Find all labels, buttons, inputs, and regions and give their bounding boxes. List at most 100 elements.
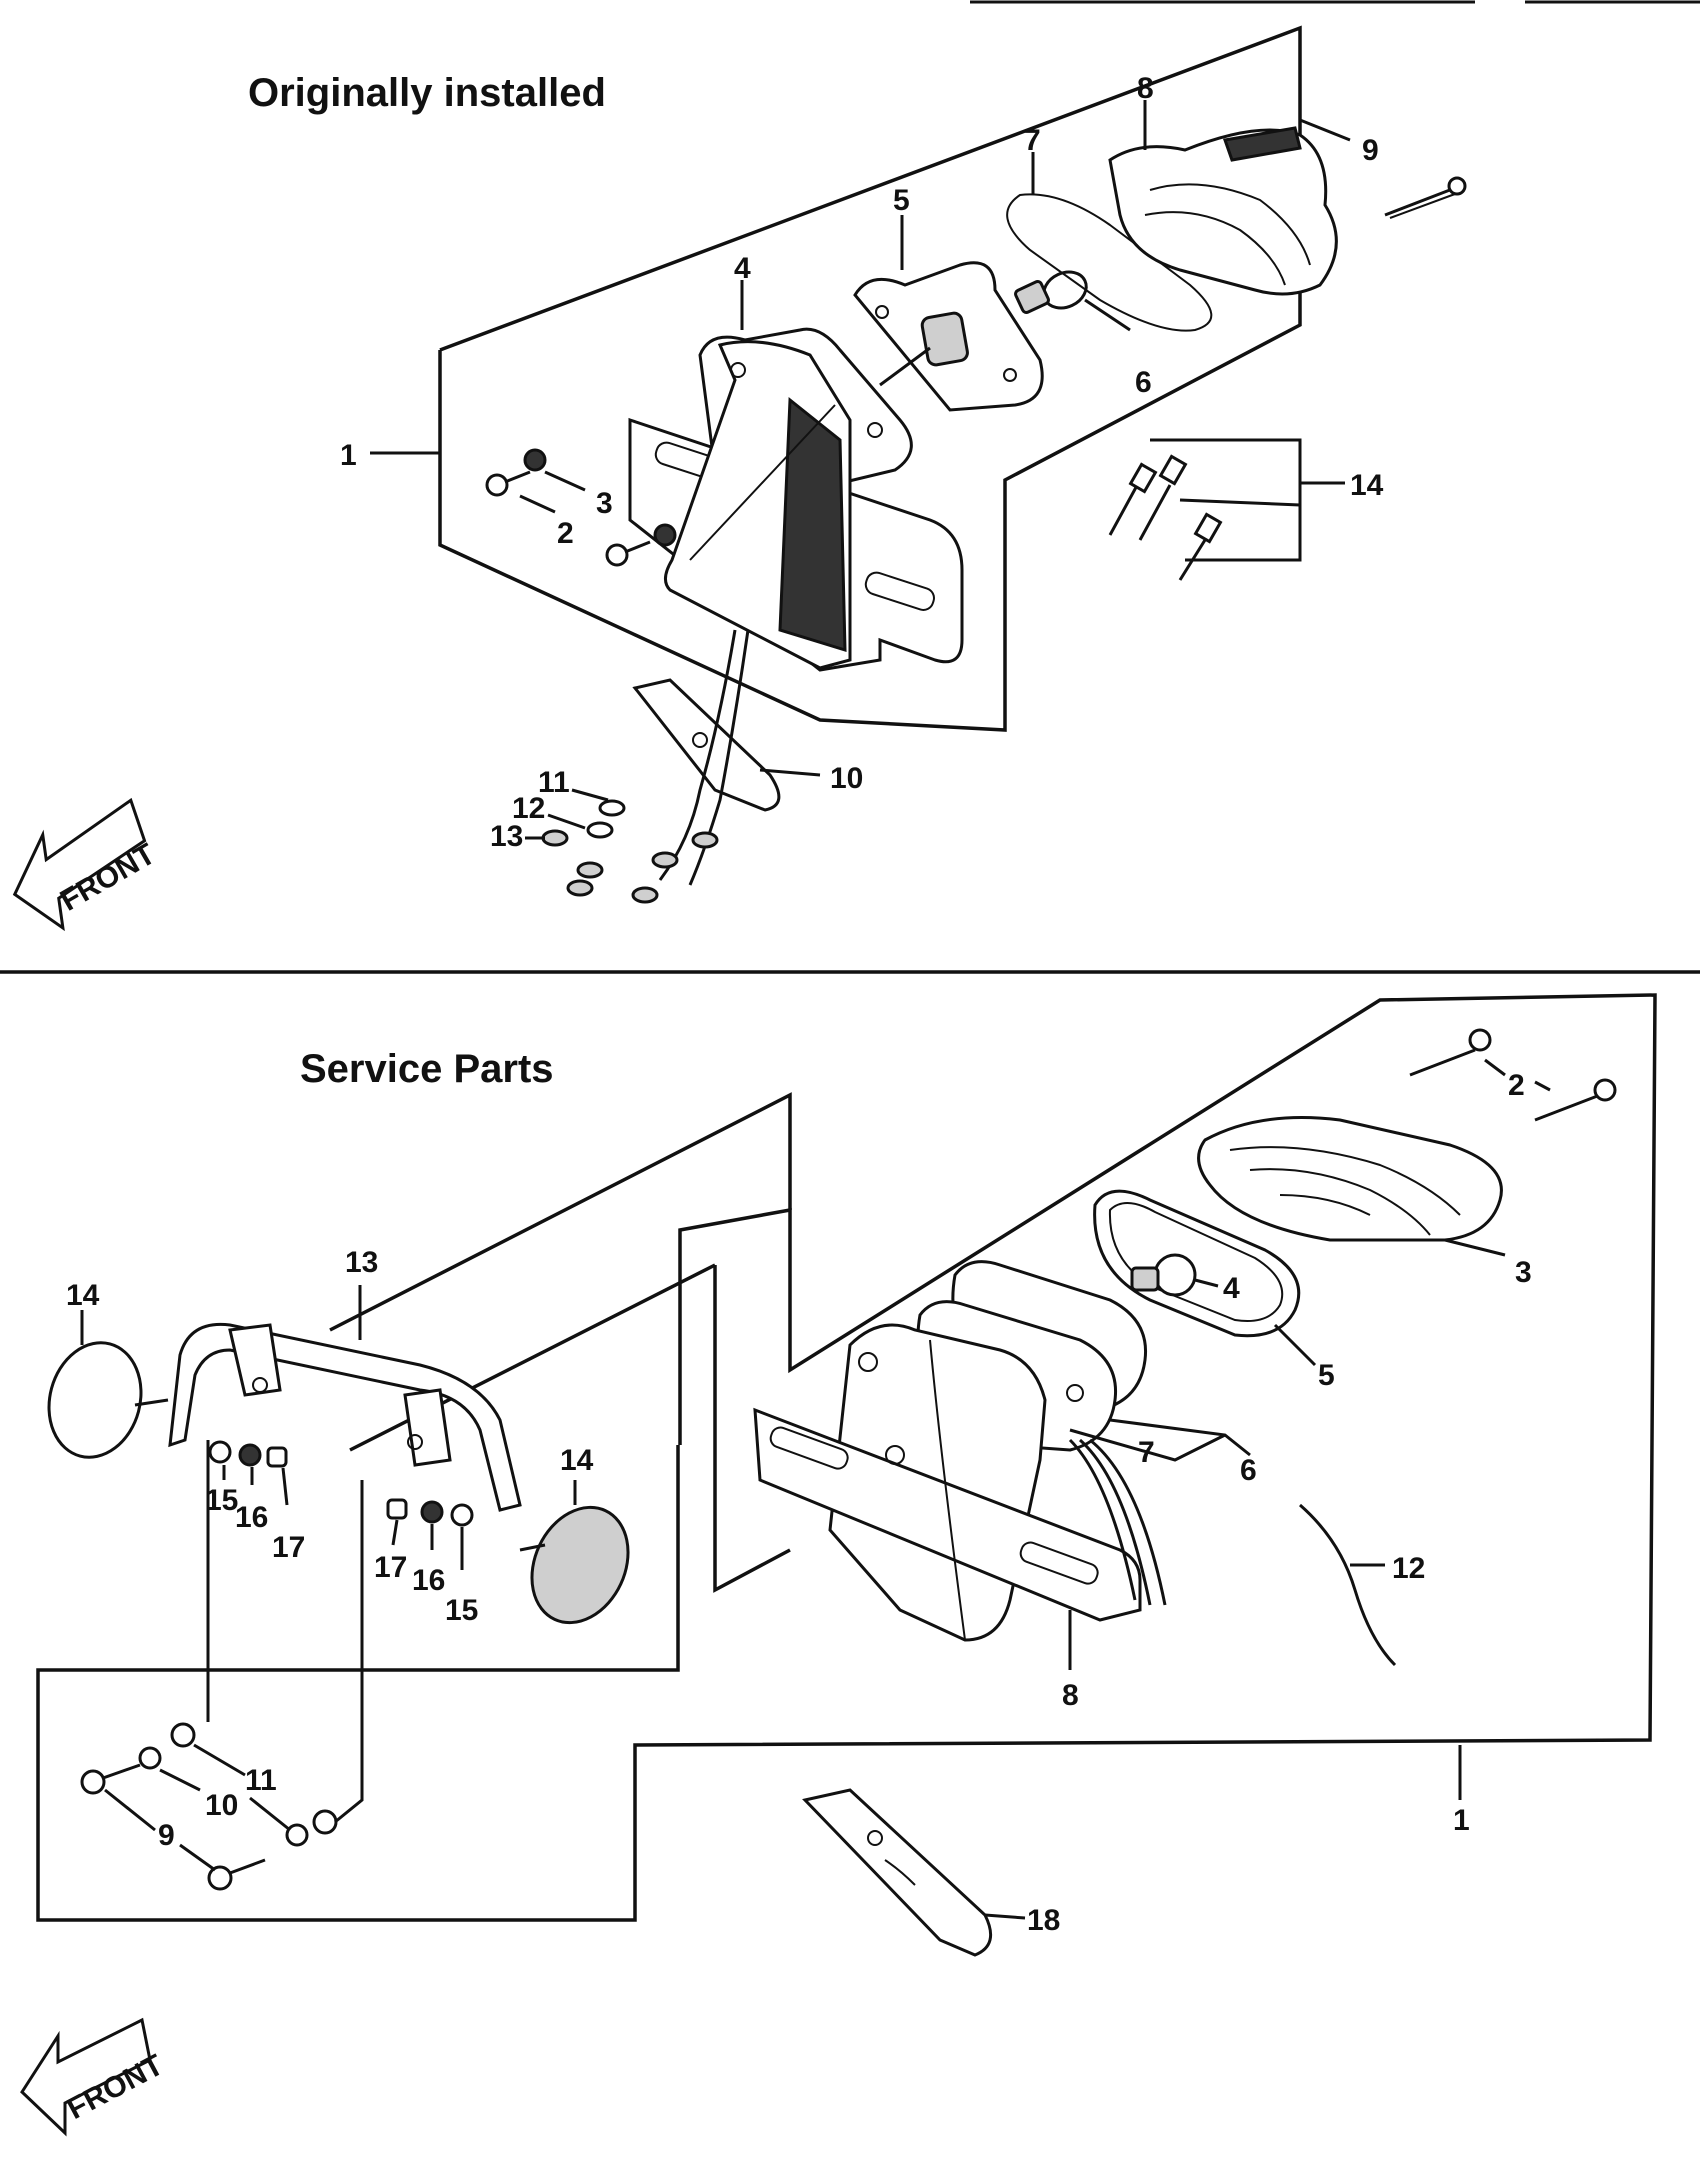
service-base-hole-b [885, 1445, 905, 1465]
gasket-hole [1066, 1384, 1084, 1402]
callout-original-6: 6 [1135, 366, 1152, 399]
callout-service-13: 13 [345, 1246, 378, 1279]
socket-wire [879, 346, 931, 387]
callout-service-9: 9 [158, 1819, 175, 1852]
bolt-2-head-a [485, 473, 509, 497]
terminal-13-d [631, 886, 659, 904]
callout-service-8: 8 [1062, 1679, 1079, 1712]
section-title-original: Originally installed [248, 71, 606, 115]
leader-s-10a [159, 1768, 201, 1792]
front-arrow-shape-service [20, 2017, 152, 2137]
guard-mount-right [403, 1388, 452, 1467]
rear-guard-13 [168, 1322, 522, 1512]
callout-original-8: 8 [1137, 72, 1154, 105]
bolt-9-head-b [207, 1865, 233, 1891]
leader-s-2b [1534, 1080, 1551, 1092]
callout-service-16-left: 16 [235, 1501, 268, 1534]
lens-gasket-7 [1006, 193, 1213, 332]
terminal-13-c [566, 879, 594, 897]
callout-service-17-left: 17 [272, 1531, 305, 1564]
leader-s-9a [104, 1788, 156, 1832]
service-wire-b [1079, 1438, 1152, 1606]
callout-service-12: 12 [1392, 1552, 1425, 1585]
bulb-base [1014, 280, 1050, 314]
front-arrow-original: FRONT [12, 797, 161, 932]
lens-8 [1108, 128, 1338, 296]
bolt-9-head-a [80, 1769, 106, 1795]
service-bulb-4 [1153, 1253, 1197, 1297]
section-title-service: Service Parts [300, 1047, 554, 1091]
bolt-2-shank-a [504, 470, 531, 484]
bolt-14-b-head [1158, 454, 1188, 486]
callout-service-6: 6 [1240, 1454, 1257, 1487]
reflector-14-left [47, 1341, 143, 1459]
washer-10-a [138, 1746, 162, 1770]
callout-original-9: 9 [1362, 134, 1379, 167]
service-bulb-base [1130, 1266, 1160, 1292]
callout-service-14-left: 14 [66, 1279, 100, 1312]
leader-s-17b [391, 1519, 399, 1546]
bolt-14-b [1138, 484, 1172, 541]
leader-3 [544, 470, 586, 492]
service-lens-3 [1197, 1116, 1503, 1242]
callout-service-17-right: 17 [374, 1551, 407, 1584]
bulb-6 [1042, 270, 1088, 310]
leader-s-7 [1069, 1428, 1226, 1462]
washer-10-b [285, 1823, 309, 1847]
callout-original-3: 3 [596, 487, 613, 520]
front-arrow-shape-original [12, 797, 147, 932]
leader-11 [571, 788, 609, 802]
callout-original-4: 4 [734, 252, 751, 285]
nut-17-left [266, 1446, 288, 1468]
callout-service-16-right: 16 [412, 1564, 445, 1597]
leader-s-10b [249, 1796, 291, 1832]
leader-9 [1299, 118, 1351, 142]
service-lens-contour-2 [1249, 1168, 1431, 1236]
plate-hole-a [875, 305, 889, 319]
terminal-13-e [691, 831, 719, 849]
base-hole-a [730, 362, 746, 378]
washer-16-left [238, 1443, 262, 1467]
original-frame [438, 25, 1302, 732]
terminal-13-a [541, 829, 569, 847]
bolt-14-a [1108, 479, 1142, 536]
bolt-2-head-b [605, 543, 629, 567]
callout-service-1: 1 [1453, 1804, 1470, 1837]
plate-10 [632, 678, 781, 812]
leader-s-18 [984, 1913, 1026, 1920]
service-wire-c [1089, 1438, 1167, 1606]
bolt-14-a-head [1128, 462, 1158, 494]
callout-service-2: 2 [1508, 1069, 1525, 1102]
callout-original-10: 10 [830, 762, 863, 795]
callout-original-12: 12 [512, 792, 545, 825]
taillight-base-shadow [778, 396, 847, 653]
leader-s-11b [334, 1480, 364, 1824]
service-base-hole-a [858, 1352, 878, 1372]
service-slot-right [1019, 1541, 1099, 1585]
service-wire-a [1068, 1438, 1137, 1601]
leader-12 [547, 813, 586, 830]
front-arrow-service: FRONT [20, 2017, 169, 2137]
service-frame-inner [713, 1265, 791, 1593]
service-frame-arm [329, 1092, 792, 1332]
screw-9-shank [1384, 186, 1456, 217]
terminal-11-a [598, 799, 626, 817]
screw-9-thread [1389, 193, 1456, 219]
lens-contour-2 [1144, 211, 1286, 286]
callout-original-5: 5 [893, 184, 910, 217]
wire-b [688, 629, 750, 886]
leader-s-9b [179, 1843, 216, 1872]
leader-s-6 [1109, 1418, 1251, 1457]
callout-service-18: 18 [1027, 1904, 1060, 1937]
leader-s-11 [193, 1743, 246, 1777]
lens-top-rim [1222, 126, 1302, 162]
callout-original-14: 14 [1350, 469, 1384, 502]
callout-original-13: 13 [490, 820, 523, 853]
guard-mount-left [228, 1323, 282, 1397]
leader-s-3 [1444, 1238, 1506, 1257]
nut-11-a [170, 1722, 196, 1748]
service-gasket-5 [1093, 1189, 1301, 1338]
bracket-slot-right [864, 571, 935, 611]
service-lead-12 [1299, 1503, 1397, 1667]
leader-14-bracket [1150, 438, 1302, 562]
